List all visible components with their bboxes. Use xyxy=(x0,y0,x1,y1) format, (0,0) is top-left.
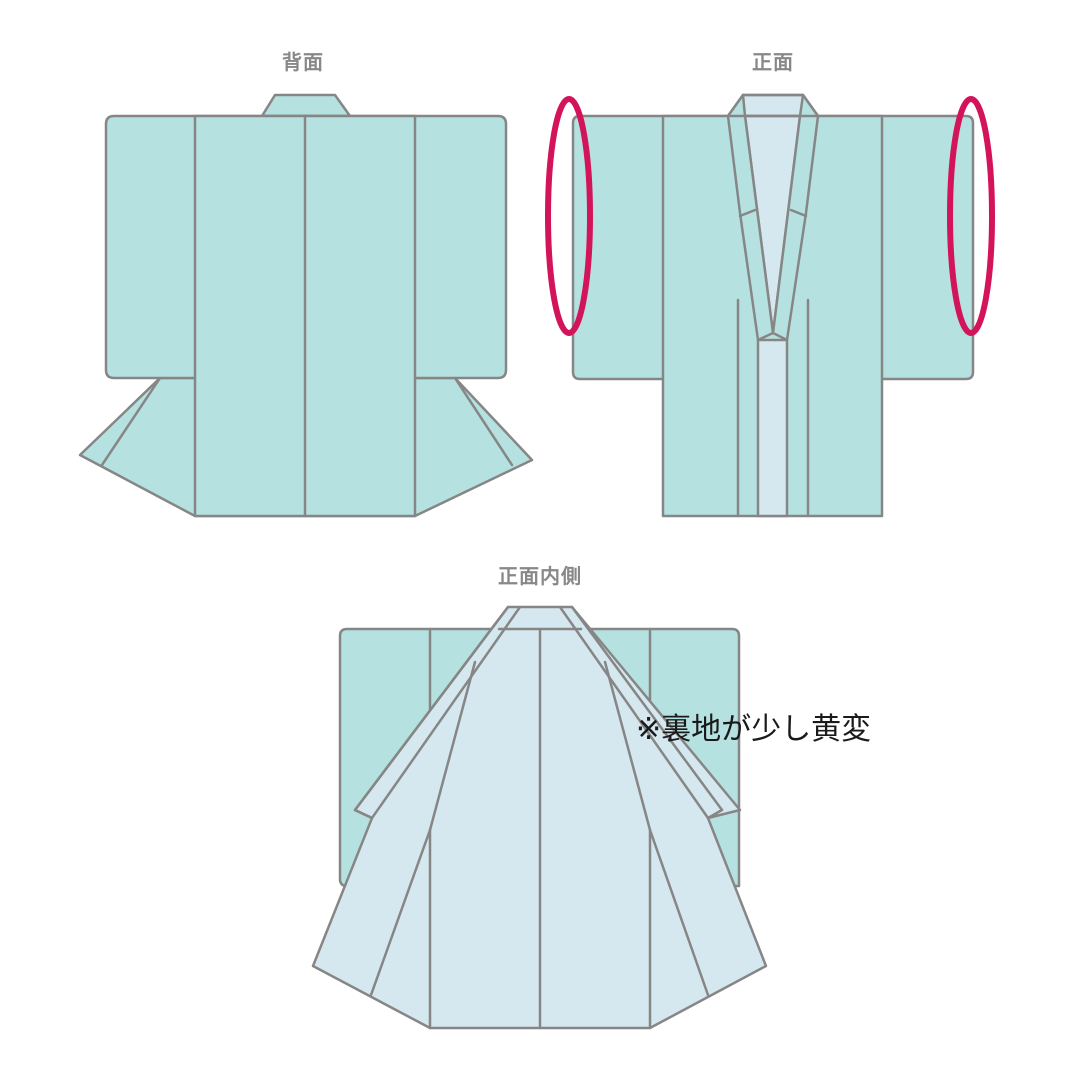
back-collar xyxy=(260,93,352,118)
back-view-label: 背面 xyxy=(282,50,324,74)
lining-yellowing-note: ※裏地が少し黄変 xyxy=(636,712,872,747)
back-view xyxy=(78,93,534,518)
front-view xyxy=(545,93,995,518)
front-inside-view-label: 正面内側 xyxy=(498,564,582,588)
right-sleeve-highlight-oval xyxy=(947,96,995,336)
front-inside-view xyxy=(311,605,768,1030)
front-view-label: 正面 xyxy=(752,50,794,74)
front-lining-strip xyxy=(756,338,789,518)
left-sleeve-highlight-oval xyxy=(545,96,593,336)
